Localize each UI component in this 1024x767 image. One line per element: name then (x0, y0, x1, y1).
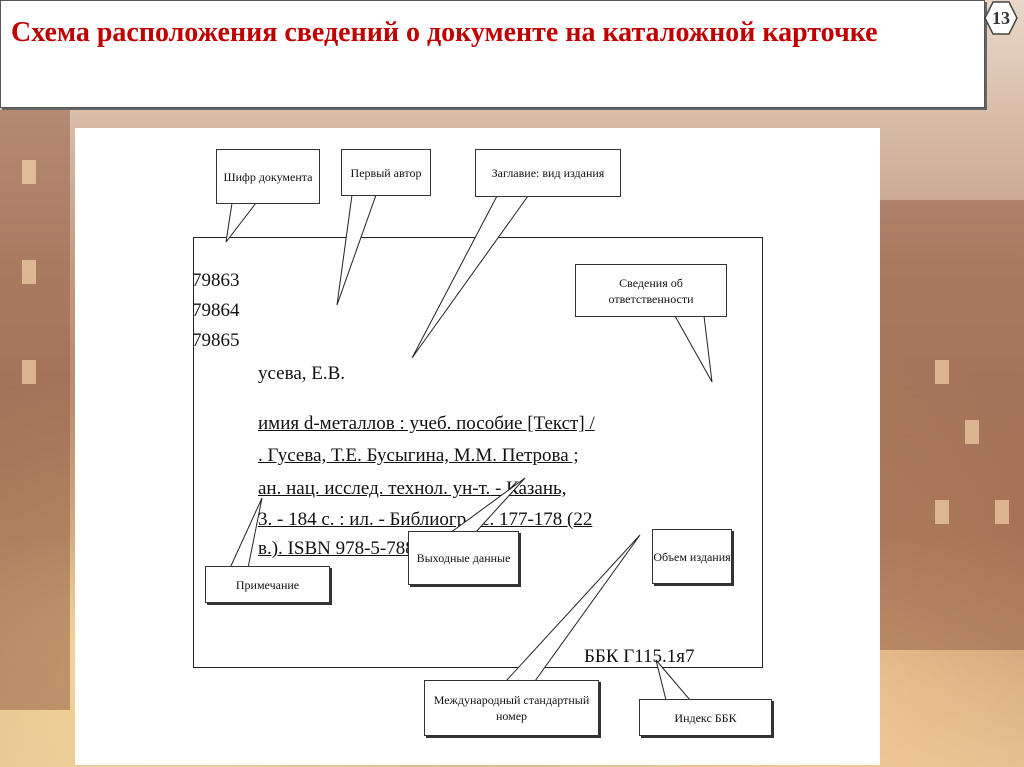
pointer-shifr (226, 203, 256, 242)
callout-bbk-index: Индекс ББК (639, 699, 772, 736)
callout-shifr: Шифр документа (216, 149, 320, 204)
pointer-responsibility (675, 316, 712, 382)
callout-title-kind: Заглавие: вид издания (475, 149, 621, 197)
callout-responsibility: Сведения об ответственности (575, 264, 727, 317)
pointer-note (230, 498, 262, 568)
pointer-output (450, 478, 525, 533)
callout-note: Примечание (205, 566, 330, 603)
callout-volume: Объем издания (652, 529, 732, 584)
pointer-isbn (506, 535, 640, 681)
pointer-title-kind (412, 196, 528, 358)
callout-output: Выходные данные (408, 531, 519, 585)
callout-isbn: Международный стандартный номер (424, 680, 599, 736)
pointer-first-author (337, 195, 376, 305)
pointer-bbk (656, 660, 690, 700)
callout-first-author: Первый автор (341, 149, 431, 196)
